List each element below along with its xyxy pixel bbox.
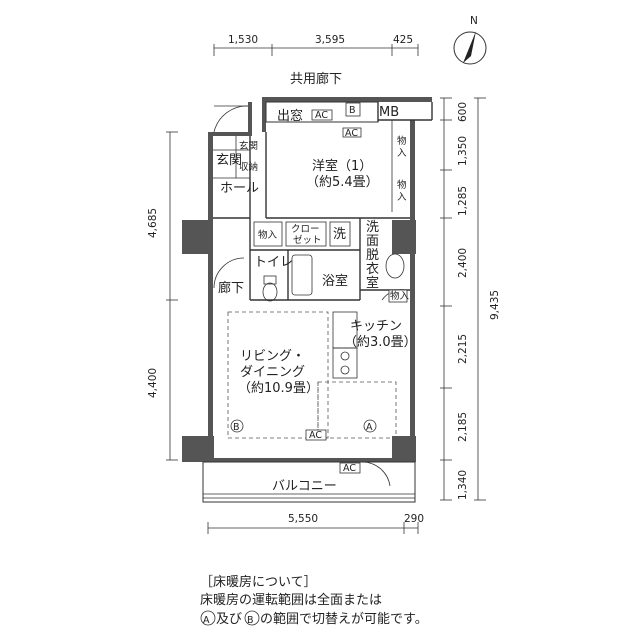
zone-b-marker: B (233, 422, 240, 433)
genkan-storage-2: 収納 (239, 161, 258, 173)
right-dim-5: 2,215 (457, 334, 469, 364)
living-2: ダイニング (240, 365, 305, 380)
outer-walls (182, 97, 433, 462)
western-room-name: 洋室（1） (312, 158, 372, 174)
shared-corridor-label: 共用廊下 (290, 71, 342, 87)
dressing-5: 室 (366, 275, 379, 291)
note-title: ［床暖房について］ (200, 574, 317, 590)
floor-heating-zones (227, 311, 397, 439)
right-dim-1: 600 (457, 102, 469, 122)
right-dim-7: 1,340 (457, 470, 469, 500)
closet-2: ゼット (293, 234, 322, 246)
storage-3: 物入 (258, 229, 278, 241)
bottom-dim-1: 5,550 (288, 513, 318, 525)
storage-4: 物入 (390, 290, 410, 302)
note-line-2-rest: の範囲で切替えが可能です。 (260, 612, 428, 627)
ac-label-1: AC (315, 110, 328, 121)
north-label: N (470, 15, 478, 27)
interior-walls (213, 120, 410, 301)
dressing-2: 面 (366, 234, 379, 249)
top-dim-2: 3,595 (315, 34, 345, 46)
window-label: 出窓 (277, 108, 303, 124)
right-dim-4: 2,400 (457, 248, 469, 278)
right-dimensions: 600 1,350 1,285 2,400 2,215 2,185 1,340 … (440, 97, 501, 501)
mb-label: MB (379, 105, 399, 120)
note-line-1: 床暖房の運転範囲は全面または (200, 592, 382, 608)
zone-a-marker: A (366, 422, 373, 433)
living-3: （約10.9畳） (238, 381, 319, 396)
dressing-1: 洗 (366, 220, 379, 235)
left-dimensions: 4,685 4,400 (147, 131, 178, 461)
genkan-storage-1: 玄関 (239, 140, 258, 152)
ac-label-4: AC (343, 463, 356, 474)
wash-label: 洗 (333, 227, 346, 242)
kitchen-size: （約3.0畳） (344, 335, 417, 350)
storage-1b: 入 (397, 148, 407, 159)
note-zone-a: A (203, 615, 210, 626)
storage-1a: 物 (397, 135, 407, 147)
room-labels: 出窓 B MB 玄関 玄関 収納 ホール 洋室（1） （約5.4畳） 物 入 物… (216, 102, 417, 494)
dressing-4: 衣 (366, 261, 379, 277)
note-and: 及び (216, 612, 242, 627)
ac-units: AC AC AC AC (305, 109, 362, 474)
genkan-label: 玄関 (216, 153, 242, 168)
kitchen-label: キッチン (350, 319, 402, 334)
left-dim-1: 4,685 (147, 208, 159, 238)
b-meter-label: B (349, 105, 356, 116)
hallway-label: 廊下 (218, 280, 244, 296)
right-dim-3: 1,285 (457, 186, 469, 216)
right-dim-6: 2,185 (457, 412, 469, 442)
top-dimensions: 1,530 3,595 425 (213, 34, 419, 56)
right-dim-total: 9,435 (489, 290, 501, 320)
closet-1: クロー (291, 224, 320, 235)
toilet-label: トイレ (254, 255, 293, 270)
balcony-label: バルコニー (272, 479, 337, 494)
western-room-size: （約5.4畳） (306, 175, 379, 190)
top-dim-3: 425 (393, 34, 413, 46)
storage-2a: 物 (397, 179, 407, 191)
hall-label: ホール (220, 181, 259, 196)
dressing-3: 脱 (366, 248, 379, 263)
bath-label: 浴室 (322, 273, 348, 289)
bottom-dimensions: 5,550 290 (207, 513, 424, 534)
floor-heating-note: ［床暖房について］ 床暖房の運転範囲は全面または A 及び B の範囲で切替えが… (200, 574, 428, 627)
storage-2b: 入 (397, 192, 407, 203)
ac-label-2: AC (345, 128, 358, 139)
north-arrow: N (453, 15, 487, 65)
note-zone-b: B (247, 615, 254, 626)
ac-label-3: AC (309, 430, 322, 441)
bottom-dim-2: 290 (404, 513, 424, 525)
left-dim-2: 4,400 (147, 368, 159, 398)
right-dim-2: 1,350 (457, 136, 469, 166)
living-1: リビング・ (240, 349, 305, 364)
top-dim-1: 1,530 (228, 34, 258, 46)
